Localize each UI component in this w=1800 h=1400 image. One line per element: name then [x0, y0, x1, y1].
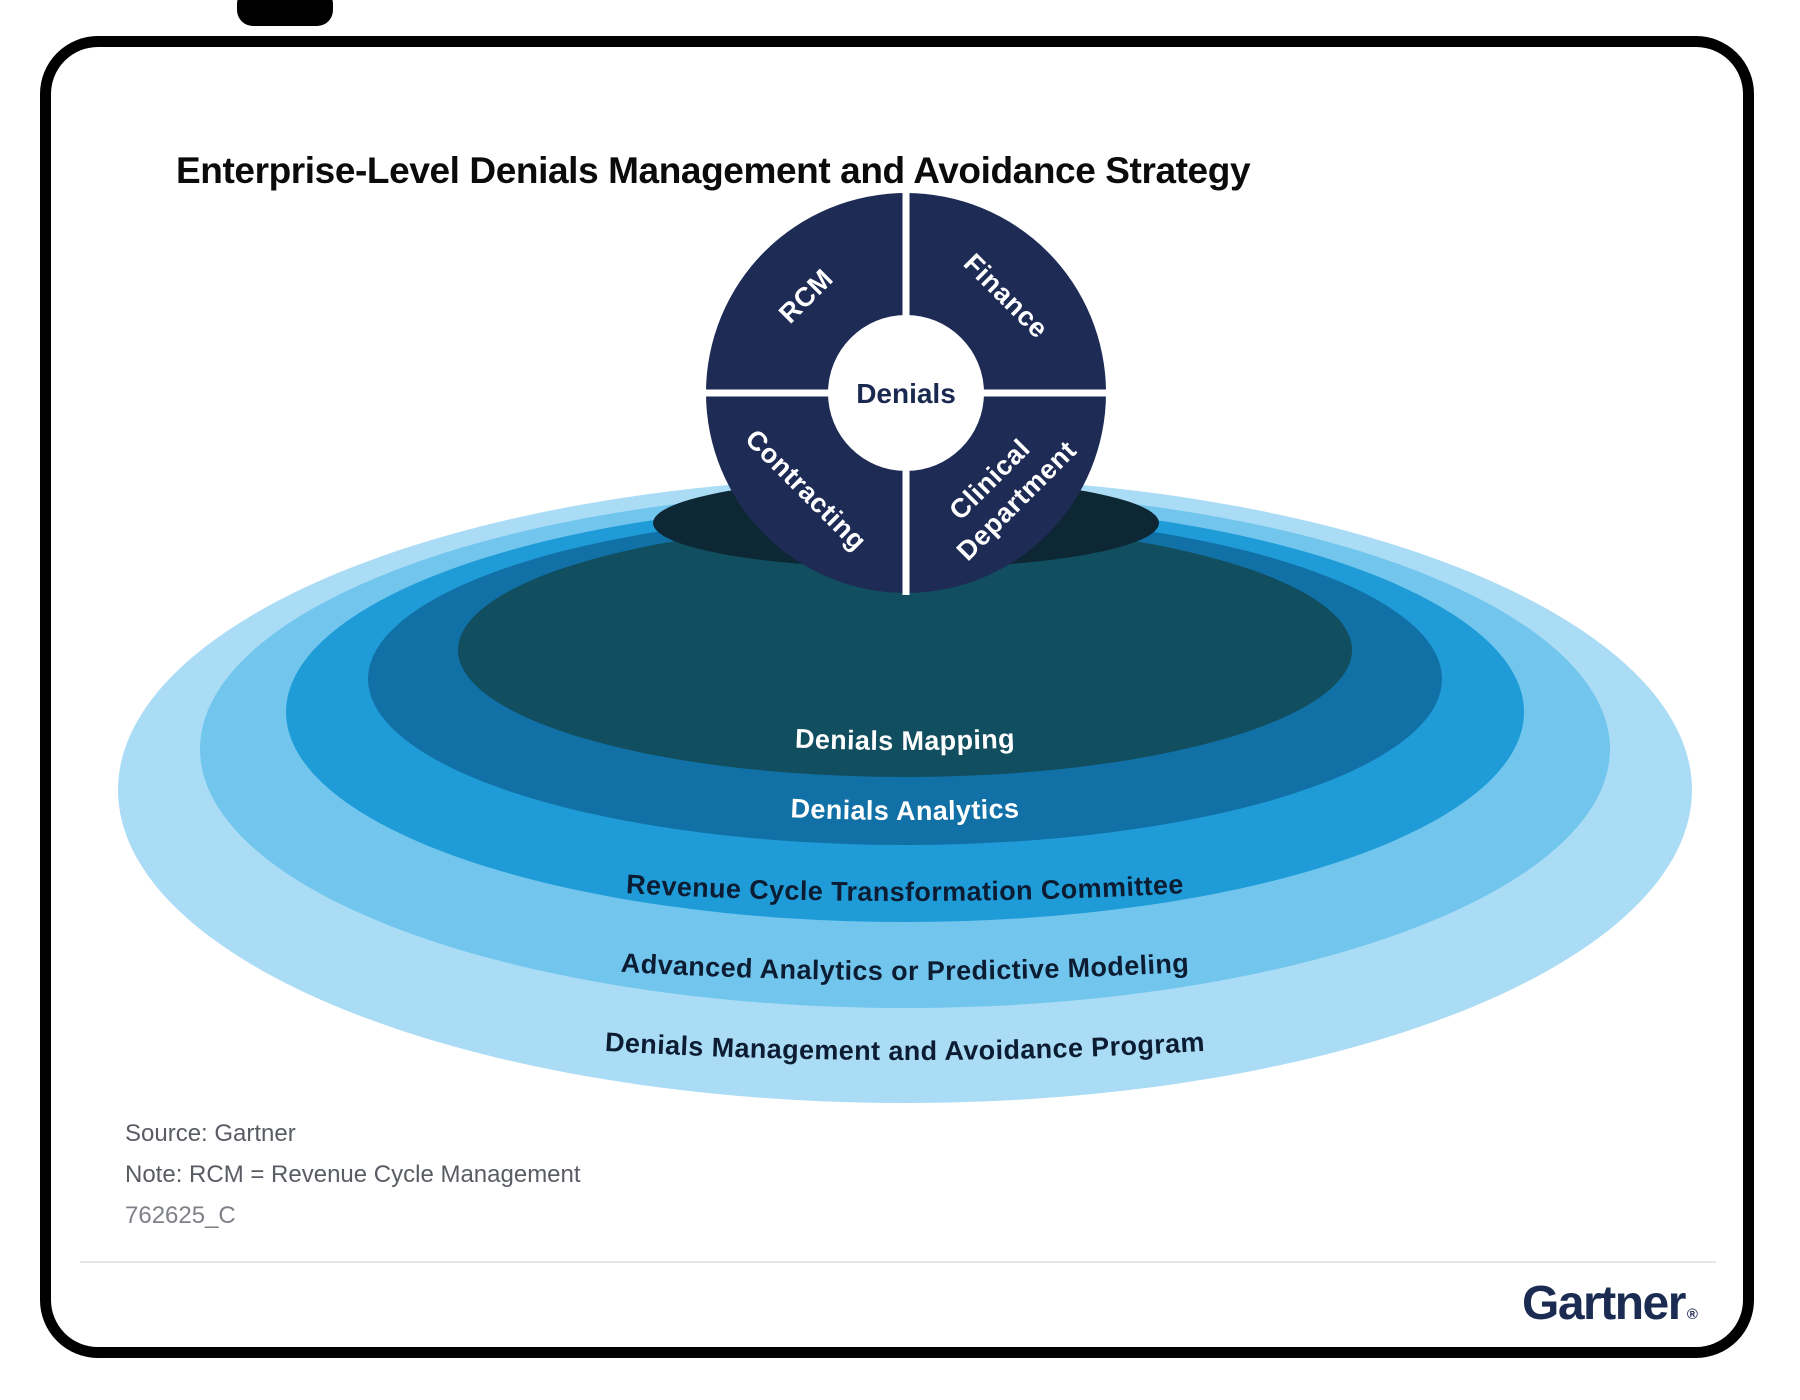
gartner-logo: Gartner®: [1522, 1276, 1698, 1331]
gartner-logo-text: Gartner: [1522, 1277, 1686, 1330]
source-text: Source: Gartner: [125, 1120, 296, 1147]
registered-mark: ®: [1686, 1306, 1698, 1323]
note-text: Note: RCM = Revenue Cycle Management: [125, 1161, 581, 1188]
page-title: Enterprise-Level Denials Management and …: [176, 150, 1251, 191]
footer-divider: [80, 1261, 1716, 1263]
footer-notes: Source: Gartner Note: RCM = Revenue Cycl…: [125, 1113, 581, 1236]
decorative-tab: [237, 0, 333, 26]
doc-id: 762625_C: [125, 1202, 236, 1229]
